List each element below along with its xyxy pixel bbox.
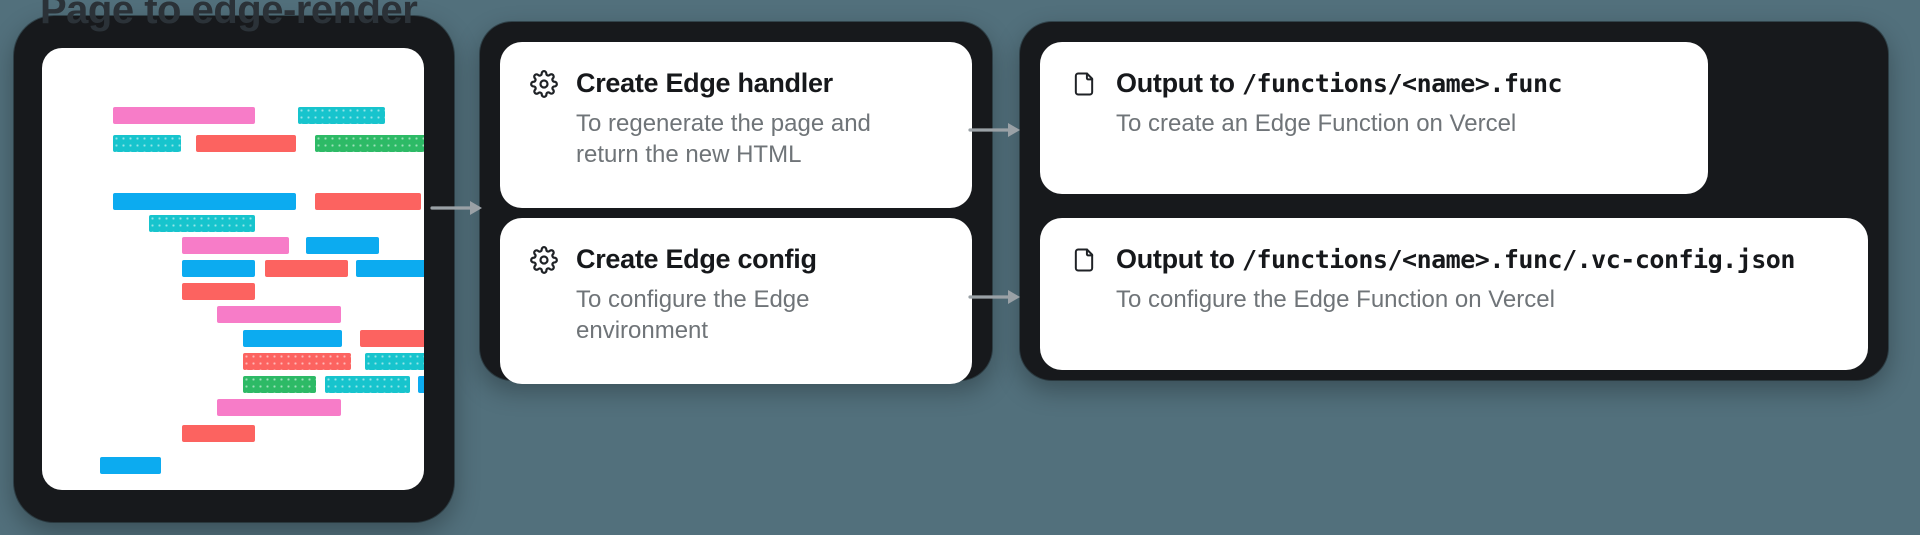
code-line-token [112, 193, 297, 211]
code-line-token [182, 424, 256, 442]
code-line-token [243, 353, 352, 371]
file-icon [1070, 70, 1098, 98]
code-line-token [243, 329, 343, 347]
arrow-handler-to-output-icon [968, 118, 1026, 142]
code-line-token [149, 214, 256, 232]
code-line-token [217, 399, 341, 417]
code-line-token [314, 135, 424, 153]
card-subtitle: To configure the Edge Function on Vercel [1116, 286, 1555, 313]
card-title: Output to /functions/<name>.func [1116, 68, 1563, 99]
card-header: Output to /functions/<name>.func [1070, 68, 1678, 99]
card-header: Create Edge handler [530, 68, 942, 99]
code-line-token [364, 353, 424, 371]
code-line-token [112, 106, 256, 124]
code-line-token [264, 259, 349, 277]
code-line-token [418, 375, 424, 393]
code-line-token [314, 193, 422, 211]
file-icon [1070, 246, 1098, 274]
code-line-token [217, 306, 341, 324]
code-line-token [112, 135, 181, 153]
card-title-path: /functions/<name>.func [1241, 69, 1563, 98]
card-create-edge-handler[interactable]: Create Edge handler To regenerate the pa… [500, 42, 972, 208]
code-line-token [100, 457, 162, 475]
code-line-token [360, 329, 424, 347]
code-line-token [243, 375, 317, 393]
card-create-edge-config[interactable]: Create Edge config To configure the Edge… [500, 218, 972, 384]
card-title-prefix: Output to [1116, 68, 1242, 98]
code-line-token [355, 259, 424, 277]
card-title: Create Edge handler [576, 68, 833, 98]
card-subtitle: To configure the Edge environment [576, 286, 810, 344]
code-line-token [182, 259, 256, 277]
card-output-function[interactable]: Output to /functions/<name>.func To crea… [1040, 42, 1708, 194]
code-line-token [182, 237, 289, 255]
card-subtitle: To regenerate the page and return the ne… [576, 110, 871, 168]
card-subtitle: To create an Edge Function on Vercel [1116, 110, 1517, 137]
source-code-illustration [42, 48, 424, 490]
card-title-prefix: Output to [1116, 244, 1242, 274]
card-title-path: /functions/<name>.func/.vc-config.json [1241, 245, 1795, 274]
card-output-vc-config[interactable]: Output to /functions/<name>.func/.vc-con… [1040, 218, 1868, 370]
code-line-token [298, 106, 385, 124]
code-line-token [182, 283, 256, 301]
card-title: Create Edge config [576, 244, 817, 274]
card-header: Output to /functions/<name>.func/.vc-con… [1070, 244, 1838, 275]
code-line-token [305, 237, 379, 255]
gear-icon [530, 245, 558, 274]
gear-icon [530, 69, 558, 98]
code-line-token [325, 375, 411, 393]
arrow-code-to-middle-icon [430, 196, 488, 220]
arrow-config-to-output-icon [968, 285, 1026, 309]
code-line-token [196, 135, 297, 153]
page-title: Page to edge-render [40, 0, 418, 32]
card-title: Output to /functions/<name>.func/.vc-con… [1116, 244, 1795, 275]
card-header: Create Edge config [530, 244, 942, 275]
